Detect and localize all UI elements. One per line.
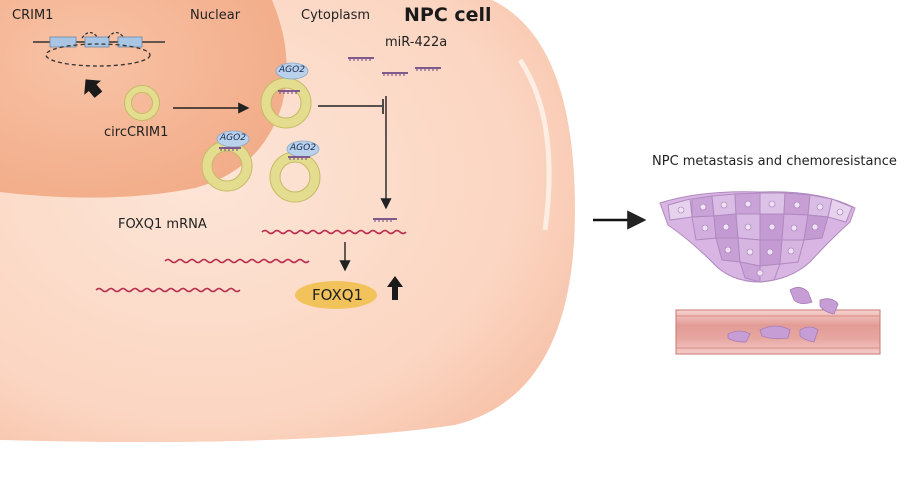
mirna-strands: [219, 57, 441, 222]
outcome-label: NPC metastasis and chemoresistance: [652, 154, 897, 169]
crim1-gene: [33, 31, 165, 67]
blood-vessel: [675, 309, 881, 355]
mrna-strand: [95, 287, 241, 293]
mir-label: miR-422a: [385, 35, 448, 50]
mrna-strands: [95, 229, 407, 293]
mrna-strand: [164, 258, 310, 264]
cytoplasm-label: Cytoplasm: [301, 8, 371, 23]
circcrim1-label: circCRIM1: [104, 125, 169, 140]
nuclear-label: Nuclear: [190, 8, 241, 23]
migrating-cells: [727, 287, 839, 343]
npc-cell-label: NPC cell: [404, 4, 492, 26]
mrna-strand: [261, 229, 407, 235]
tumor-cluster: [659, 191, 856, 283]
mirna-strand: [219, 147, 241, 151]
backsplicing-arrow: [84, 79, 103, 98]
mirna-strand: [415, 67, 441, 71]
mirna-strand: [288, 156, 310, 160]
circcrim1-ago2-top: [260, 62, 312, 129]
upregulation-arrow: [387, 276, 403, 300]
mirna-strand: [373, 218, 397, 222]
circcrim1-ring-nuclear: [124, 85, 160, 121]
membrane-highlight: [517, 58, 552, 231]
mirna-strand: [278, 90, 300, 94]
ago2-label-left: AGO2: [220, 133, 246, 143]
foxq1-mrna-label: FOXQ1 mRNA: [118, 217, 207, 232]
ago2-label-top: AGO2: [279, 65, 305, 75]
ago2-label-right: AGO2: [290, 143, 316, 153]
foxq1-label: FOXQ1: [312, 286, 364, 304]
crim1-label: CRIM1: [12, 8, 54, 23]
circcrim1-ago2-left: [201, 130, 253, 192]
foxq1-protein: [295, 281, 377, 309]
mirna-strand: [382, 72, 408, 76]
mirna-strand: [348, 57, 374, 61]
